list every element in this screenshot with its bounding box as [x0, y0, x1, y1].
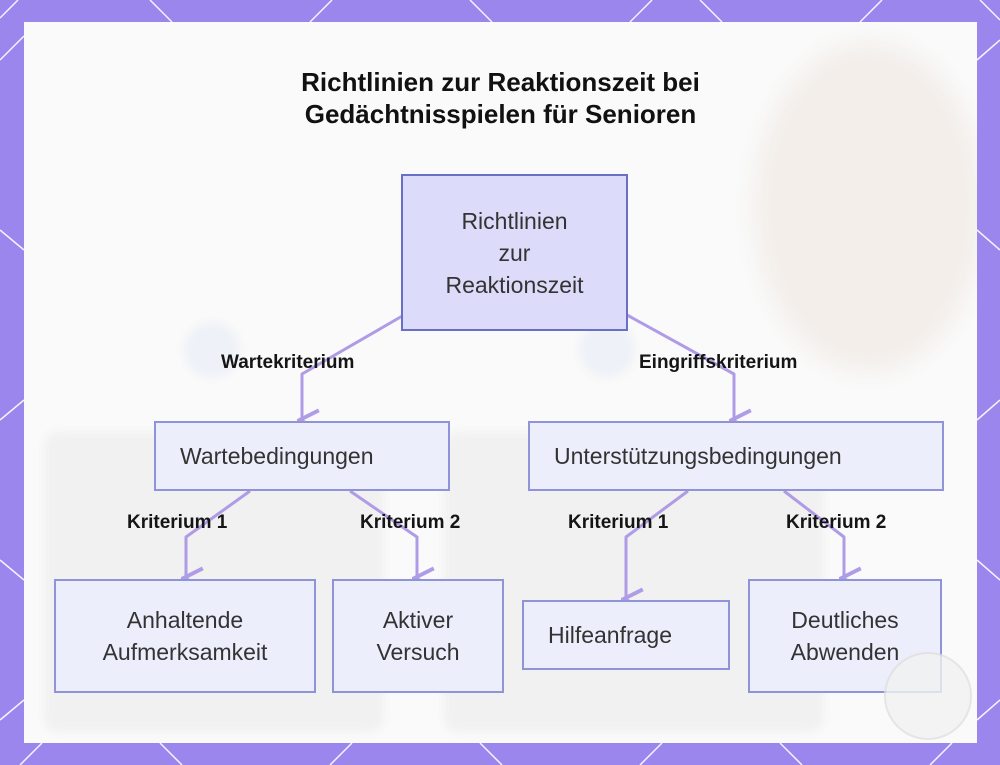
node-unterstuetzungsbedingungen: Unterstützungsbedingungen	[528, 421, 944, 491]
node-anhaltende-aufmerksamkeit-line-2: Aufmerksamkeit	[102, 639, 268, 665]
edge-label-eingriffskriterium: Eingriffskriterium	[639, 352, 798, 373]
edge-label-wartekriterium: Wartekriterium	[221, 352, 355, 373]
node-aktiver-versuch: Aktiver Versuch	[332, 579, 504, 693]
node-hilfeanfrage: Hilfeanfrage	[522, 600, 730, 670]
diagram-canvas: Richtlinien zur Reaktionszeit bei Gedäch…	[24, 22, 977, 743]
node-aktiver-versuch-line-2: Versuch	[376, 639, 460, 665]
background-photo	[754, 42, 977, 372]
node-unterstuetzungsbedingungen-label: Unterstützungsbedingungen	[554, 443, 842, 469]
edge-label-left-kriterium-1: Kriterium 1	[127, 512, 228, 533]
node-hilfeanfrage-label: Hilfeanfrage	[548, 622, 673, 648]
edge-warte-to-aufmerksamkeit	[186, 489, 251, 578]
edge-unterst-to-abwenden	[783, 489, 844, 578]
node-wartebedingungen: Wartebedingungen	[154, 421, 450, 491]
title-line-1: Richtlinien zur Reaktionszeit bei	[301, 67, 700, 97]
root-node: Richtlinien zur Reaktionszeit	[401, 174, 628, 331]
node-wartebedingungen-label: Wartebedingungen	[180, 443, 374, 469]
edge-root-to-unterstuetzung	[626, 313, 734, 420]
connector-lines	[24, 313, 977, 743]
node-anhaltende-aufmerksamkeit: Anhaltende Aufmerksamkeit	[54, 579, 316, 693]
node-anhaltende-aufmerksamkeit-line-1: Anhaltende	[126, 607, 244, 633]
title-line-2: Gedächtnisspielen für Senioren	[304, 99, 697, 129]
node-deutliches-abwenden-line-1: Deutliches	[791, 607, 899, 633]
edge-label-right-kriterium-1: Kriterium 1	[568, 512, 669, 533]
root-line-2: zur	[498, 239, 531, 266]
diagram-title: Richtlinien zur Reaktionszeit bei Gedäch…	[24, 66, 977, 130]
edge-unterst-to-hilfeanfrage	[626, 489, 689, 599]
edge-root-to-wartebedingungen	[302, 313, 405, 420]
node-aktiver-versuch-line-1: Aktiver	[382, 607, 454, 633]
watermark-logo	[884, 652, 972, 740]
background-dot	[184, 322, 240, 378]
root-line-1: Richtlinien	[461, 207, 568, 234]
node-deutliches-abwenden-line-2: Abwenden	[790, 639, 900, 665]
background-dot	[579, 322, 635, 378]
edge-label-right-kriterium-2: Kriterium 2	[786, 512, 887, 533]
edge-label-left-kriterium-2: Kriterium 2	[360, 512, 461, 533]
edge-warte-to-versuch	[349, 489, 417, 578]
root-line-3: Reaktionszeit	[445, 271, 584, 298]
